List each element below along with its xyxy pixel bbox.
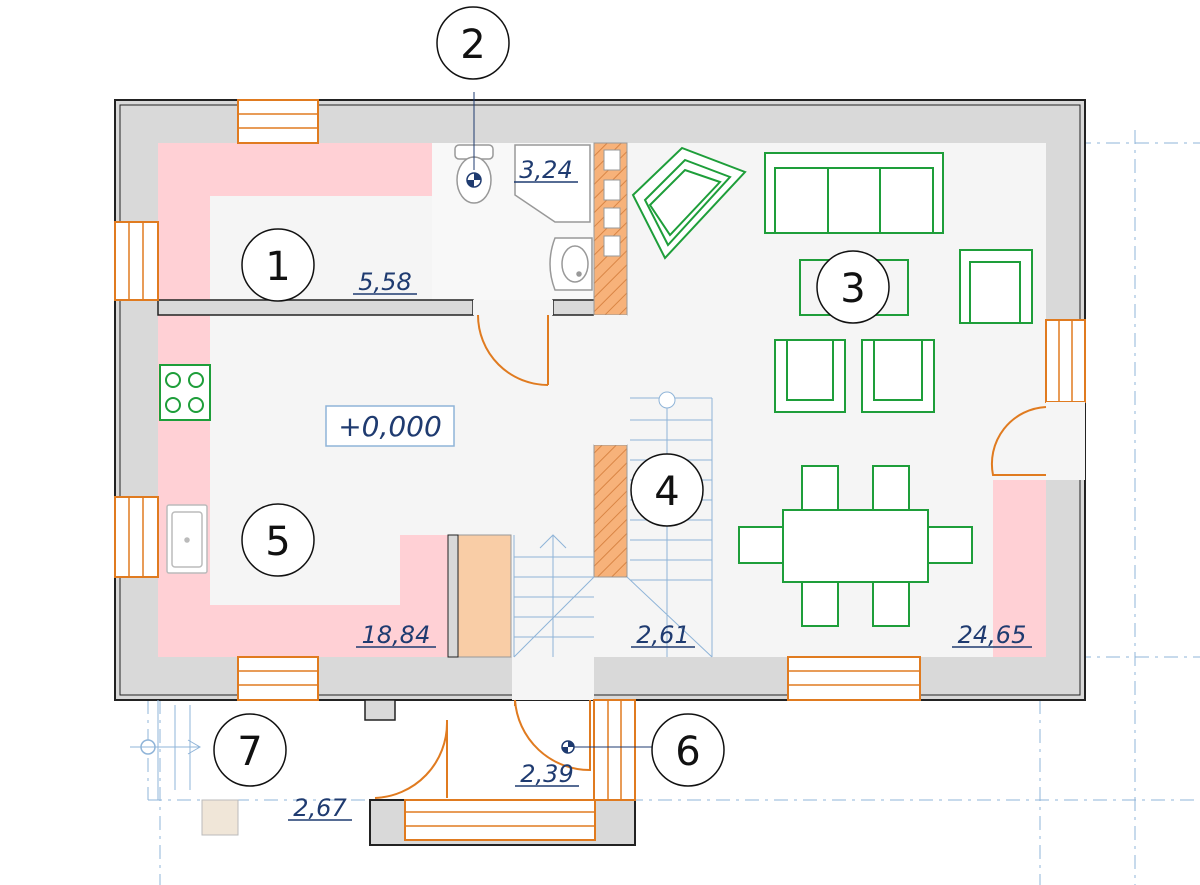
armchair-icon [959, 249, 1033, 324]
chair-icon [738, 465, 973, 627]
level-mark: +0,000 [338, 410, 442, 443]
svg-text:5: 5 [265, 519, 290, 565]
room-area-5: 18,84 [362, 621, 431, 649]
entrance-opening [1046, 402, 1085, 480]
room-marker-2: 2 [436, 6, 510, 80]
sofa-icon [764, 152, 944, 234]
wall-gaps [512, 315, 627, 700]
sink-icon [549, 237, 593, 291]
room-marker-5: 5 [241, 503, 315, 577]
interior-walls [157, 142, 628, 658]
door-swing-icon [990, 406, 1047, 476]
room-area-6: 2,39 [520, 760, 573, 788]
armchair-icon [774, 339, 846, 413]
bathtub-icon [631, 146, 747, 260]
room-marker-6: 6 [651, 713, 725, 787]
room-marker-4: 4 [630, 453, 704, 527]
svg-text:7: 7 [237, 729, 262, 775]
room-marker-1: 1 [241, 228, 315, 302]
toilet-icon [454, 92, 494, 204]
room-area-1: 5,58 [358, 268, 411, 296]
svg-text:6: 6 [675, 729, 700, 775]
room-marker-7: 7 [213, 713, 287, 787]
armchair-icon [861, 339, 935, 413]
vestibule [130, 699, 636, 846]
dining-table-icon [782, 509, 929, 583]
svg-text:2: 2 [460, 22, 485, 68]
stove-icon [159, 364, 211, 421]
kitchen-zones [158, 143, 1046, 657]
water-fixtures [603, 149, 621, 257]
bathroom-door [473, 300, 553, 386]
drain-marker [561, 740, 652, 754]
axis-lines [147, 130, 1200, 885]
shower-tray-icon [514, 144, 591, 223]
svg-text:3: 3 [840, 266, 865, 312]
room-area-7: 2,67 [293, 794, 347, 822]
level-mark-icon [325, 405, 455, 447]
svg-text:1: 1 [265, 244, 290, 290]
room-marker-3: 3 [816, 250, 890, 324]
kitchen-sink-icon [166, 504, 208, 574]
vestibule-doors [374, 699, 591, 799]
room-area-2: 3,24 [519, 156, 572, 184]
windows [114, 99, 1086, 701]
area-labels: 5,58 3,24 24,65 2,61 18,84 2,39 2,67 [288, 156, 1032, 822]
svg-text:4: 4 [654, 469, 679, 515]
room-area-4: 2,61 [636, 621, 689, 649]
room-area-3: 24,65 [958, 621, 1027, 649]
